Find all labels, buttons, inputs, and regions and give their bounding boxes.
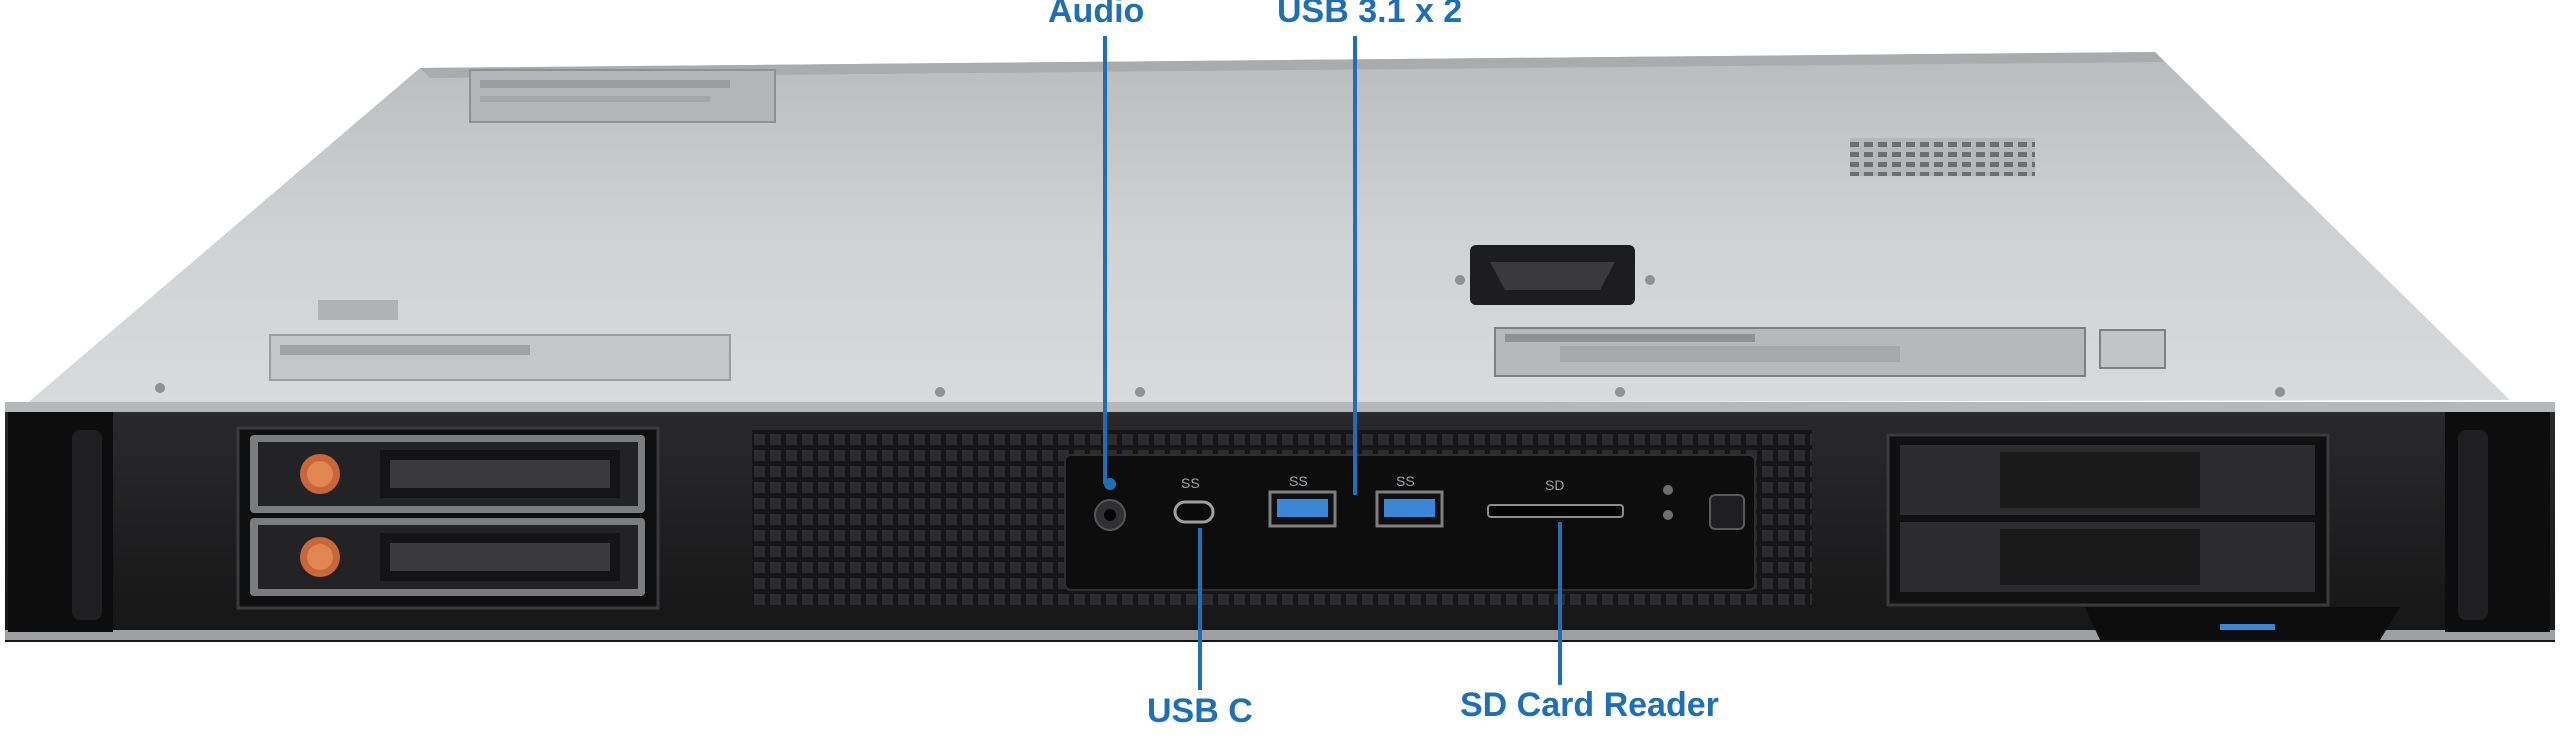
callout-lines: [1103, 36, 1562, 690]
usb-a-port-1: SS: [1268, 473, 1337, 528]
drive-bays-left: [236, 426, 660, 610]
usb-c-port: SS: [1173, 475, 1215, 524]
drive-bays-right: [1886, 433, 2400, 640]
usb-a-1-ss-mark: SS: [1289, 473, 1308, 489]
sd-mark: SD: [1545, 477, 1564, 493]
sd-card-slot: SD: [1487, 477, 1624, 518]
usb-c-callout-label: USB C: [1147, 692, 1253, 730]
chassis-top: [25, 52, 2510, 405]
power-button: [1663, 485, 1745, 530]
sd-reader-callout-label: SD Card Reader: [1460, 686, 1719, 724]
audio-callout-label: Audio: [1048, 0, 1145, 30]
usb-a-2-ss-mark: SS: [1396, 473, 1415, 489]
usb-a-port-2: SS: [1375, 473, 1444, 528]
usb-c-ss-mark: SS: [1181, 475, 1200, 491]
usb31-callout-label: USB 3.1 x 2: [1277, 0, 1463, 30]
